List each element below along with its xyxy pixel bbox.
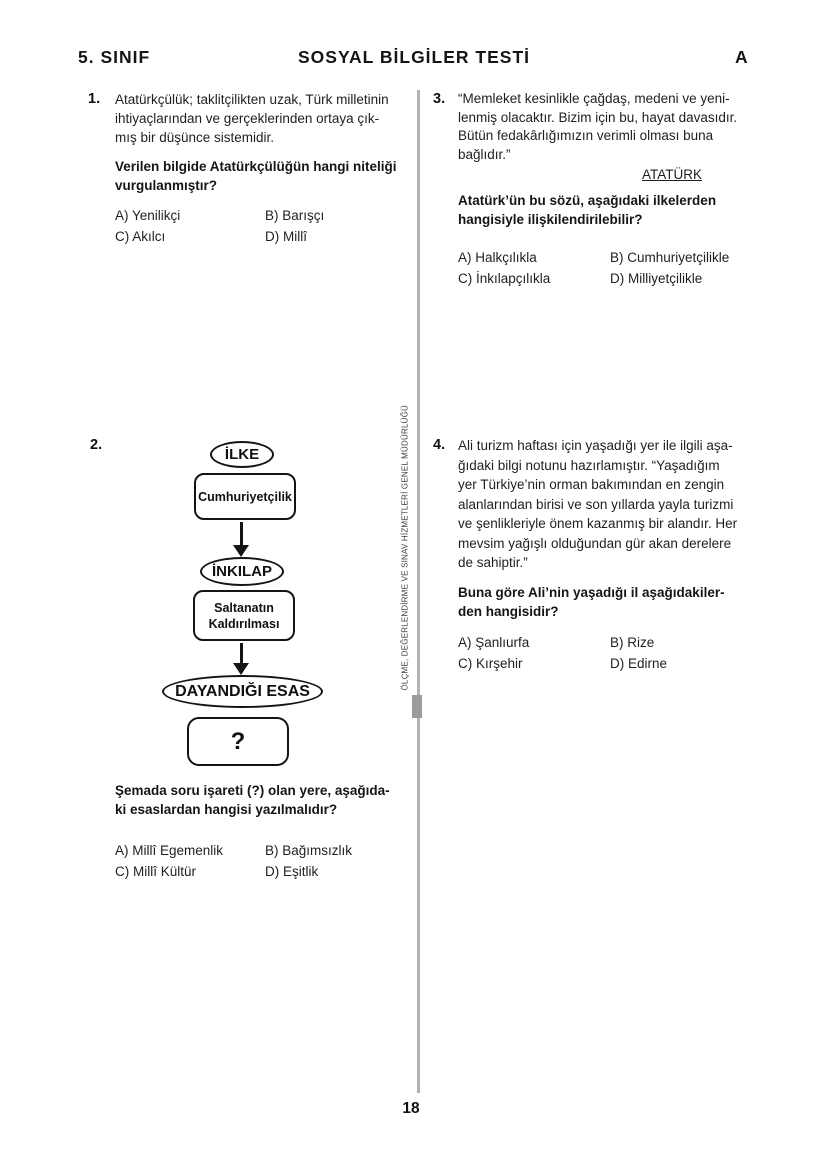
question-1-option-a: A) Yenilikçi: [115, 208, 181, 223]
column-divider: [417, 90, 420, 1093]
question-1-options: A) Yenilikçi B) Barışçı C) Akılcı D) Mil…: [115, 206, 415, 247]
arrow-down-icon: [233, 545, 249, 557]
diagram-node-cumhuriyetcilik: Cumhuriyetçilik: [194, 473, 296, 520]
question-3-option-b: B) Cumhuriyetçilikle: [610, 250, 730, 265]
question-4-option-a: A) Şanlıurfa: [458, 635, 530, 650]
question-1-option-b: B) Barışçı: [265, 208, 325, 223]
question-4-prompt: Buna göre Ali’nin yaşadığı il aşağıdakil…: [458, 585, 725, 619]
question-3-options: A) Halkçılıkla B) Cumhuriyetçilikle C) İ…: [458, 248, 770, 289]
arrow-down-icon: [233, 663, 249, 675]
question-3-option-a: A) Halkçılıkla: [458, 250, 537, 265]
header-booklet-code: A: [735, 47, 749, 67]
question-4-option-b: B) Rize: [610, 635, 655, 650]
header-grade: 5. SINIF: [78, 47, 151, 67]
question-3-number: 3.: [433, 91, 446, 107]
diagram-node-ilke: İLKE: [210, 441, 274, 468]
question-1-number: 1.: [88, 91, 101, 107]
question-1-option-c: C) Akılcı: [115, 229, 166, 244]
question-4-number: 4.: [433, 437, 446, 453]
question-4-body: Ali turizm haftası için yaşadığı yer ile…: [458, 438, 738, 570]
arrow-down-line: [240, 522, 243, 546]
diagram-node-saltanat: Saltanatın Kaldırılması: [193, 590, 295, 641]
question-2-option-d: D) Eşitlik: [265, 864, 319, 879]
page-title: SOSYAL BİLGİLER TESTİ: [297, 47, 530, 67]
question-1-prompt: Verilen bilgide Atatürkçülüğün hangi nit…: [115, 159, 397, 193]
diagram-node-esas: DAYANDIĞI ESAS: [162, 675, 323, 708]
question-3-option-d: D) Milliyetçilikle: [610, 271, 703, 286]
arrow-down-line: [240, 643, 243, 664]
publisher-vertical-label: ÖLÇME, DEĞERLENDİRME VE SINAV HİZMETLERİ…: [400, 405, 410, 691]
question-3-prompt: Atatürk’ün bu sözü, aşağıdaki ilkelerden…: [458, 193, 717, 227]
question-3-attribution: ATATÜRK: [642, 167, 702, 182]
question-2-options: A) Millî Egemenlik B) Bağımsızlık C) Mil…: [115, 841, 415, 882]
question-1-body: Atatürkçülük; taklitçilikten uzak, Türk …: [115, 92, 389, 145]
diagram-node-inkilap: İNKILAP: [200, 557, 284, 586]
divider-notch: [412, 695, 422, 718]
question-2-prompt: Şemada soru işareti (?) olan yere, aşağı…: [115, 783, 390, 817]
page-number: 18: [402, 1100, 420, 1117]
question-2-number: 2.: [90, 437, 103, 453]
question-4-option-d: D) Edirne: [610, 656, 668, 671]
question-2-option-a: A) Millî Egemenlik: [115, 843, 224, 858]
question-1-option-d: D) Millî: [265, 229, 307, 244]
question-4-options: A) Şanlıurfa B) Rize C) Kırşehir D) Edir…: [458, 633, 770, 674]
question-4-option-c: C) Kırşehir: [458, 656, 523, 671]
diagram-node-question-mark: ?: [187, 717, 289, 766]
question-3-option-c: C) İnkılapçılıkla: [458, 271, 551, 286]
question-3-body: “Memleket kesinlikle çağdaş, medeni ve y…: [458, 91, 738, 162]
question-2-option-c: C) Millî Kültür: [115, 864, 197, 879]
question-2-option-b: B) Bağımsızlık: [265, 843, 353, 858]
